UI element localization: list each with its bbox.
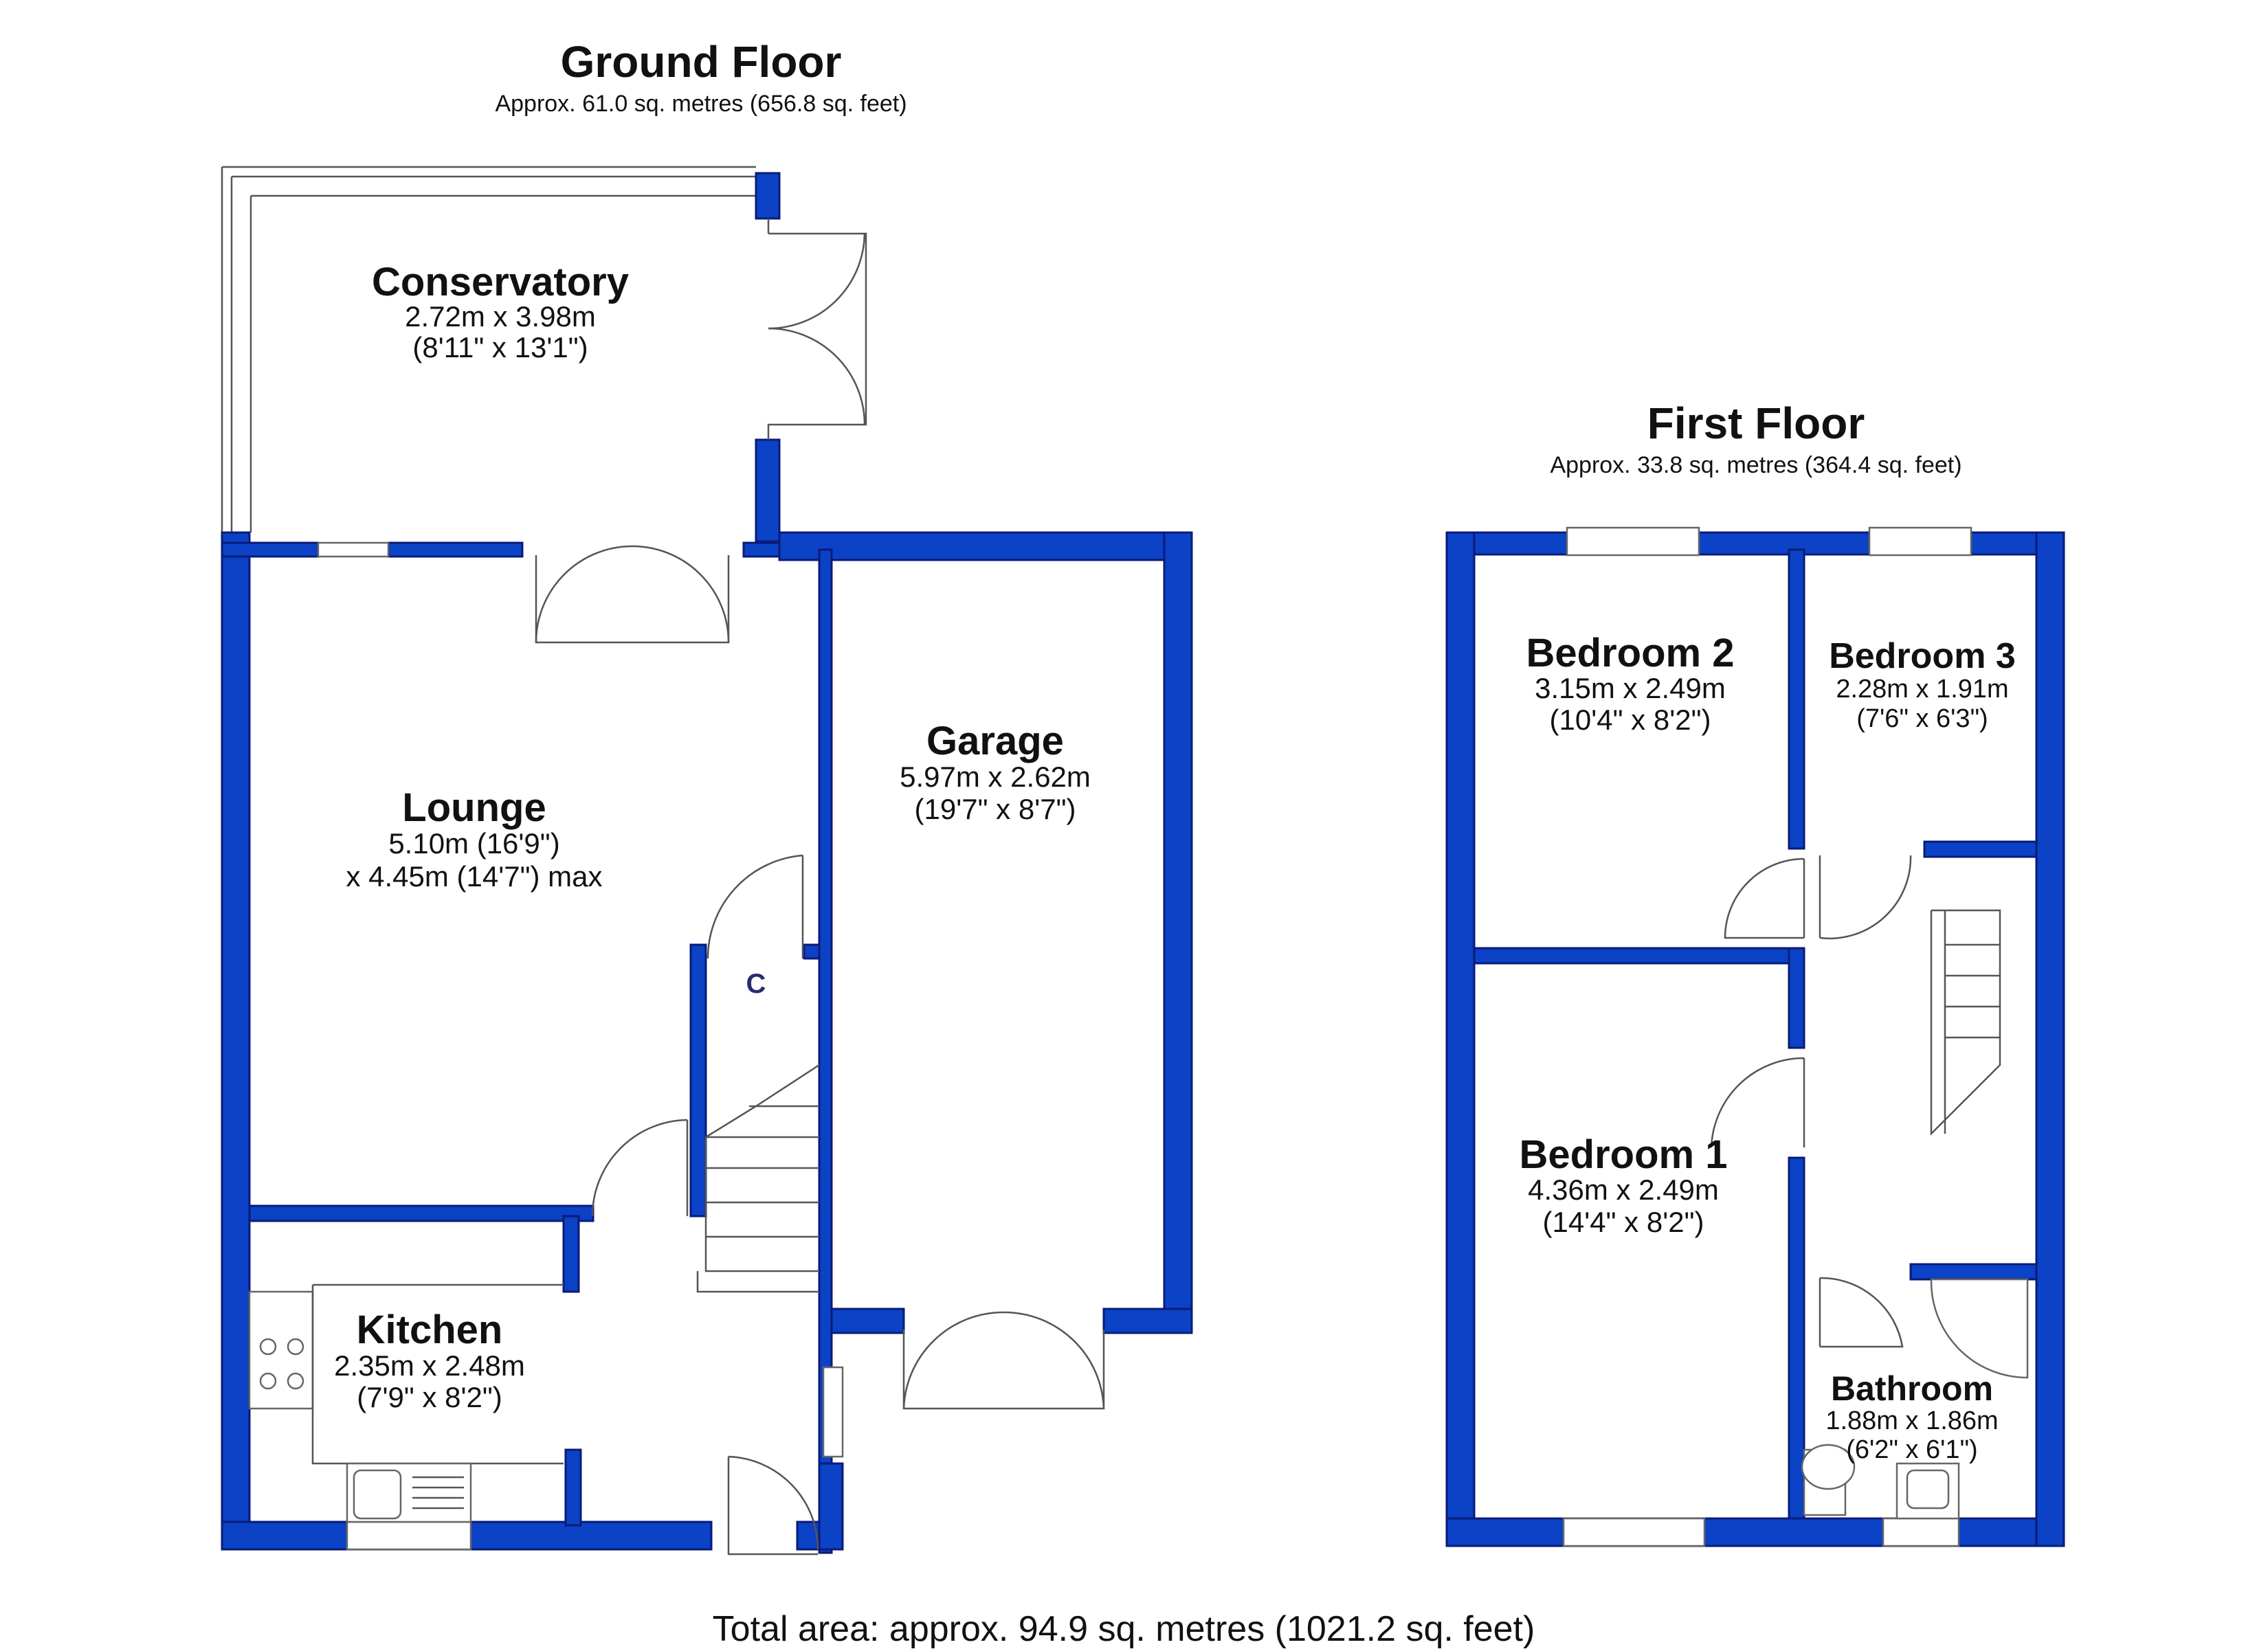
- bathroom-window: [1882, 1517, 1960, 1547]
- first-walls: [1445, 531, 2065, 1547]
- kitchen-side-window: [822, 1366, 844, 1458]
- bedroom1-door: [1710, 1057, 1805, 1148]
- conservatory-dim1: 2.72m x 3.98m: [405, 300, 596, 333]
- bedroom2-door: [1724, 857, 1805, 939]
- front-door: [727, 1455, 819, 1556]
- bedroom2-dim2: (10'4" x 8'2"): [1550, 704, 1711, 736]
- kitchen-fittings: [248, 1283, 564, 1523]
- bedroom2-name: Bedroom 2: [1526, 631, 1735, 675]
- ground-walls: [221, 531, 1193, 1554]
- garage-dim1: 5.97m x 2.62m: [900, 761, 1091, 793]
- kitchen-window: [346, 1521, 472, 1551]
- first-floor-area: Approx. 33.8 sq. metres (364.4 sq. feet): [1550, 452, 1961, 478]
- bedroom1-dim2: (14'4" x 8'2"): [1543, 1206, 1704, 1238]
- bedroom2-dim1: 3.15m x 2.49m: [1535, 672, 1726, 704]
- bedroom3-dim2: (7'6" x 6'3"): [1856, 704, 1988, 733]
- kitchen-dim2: (7'9" x 8'2"): [357, 1381, 502, 1413]
- ground-floor-area: Approx. 61.0 sq. metres (656.8 sq. feet): [495, 91, 907, 117]
- hob-ring-icon: [259, 1372, 277, 1390]
- kitchen-name: Kitchen: [357, 1308, 503, 1352]
- lounge-name: Lounge: [402, 785, 546, 830]
- conservatory-dim2: (8'11" x 13'1"): [412, 331, 588, 363]
- conservatory-french-doors: [767, 218, 867, 440]
- labels: Ground Floor Approx. 61.0 sq. metres (65…: [334, 37, 2016, 1649]
- bathroom-dim2: (6'2" x 6'1"): [1846, 1435, 1977, 1464]
- bedroom3-dim1: 2.28m x 1.91m: [1836, 675, 2008, 704]
- shower-tray: [1930, 1278, 2029, 1379]
- conservatory-name: Conservatory: [372, 260, 629, 304]
- total-area: Total area: approx. 94.9 sq. metres (102…: [713, 1609, 1535, 1649]
- bathroom-door: [1819, 1277, 1904, 1348]
- first-floor-plan: [1445, 526, 2065, 1547]
- ground-floor-plan: [221, 166, 1193, 1556]
- cupboard-label: C: [746, 969, 766, 999]
- bedroom3-name: Bedroom 3: [1829, 636, 2016, 676]
- bedroom1-window: [1562, 1517, 1706, 1547]
- garage-name: Garage: [926, 719, 1064, 763]
- bathroom-name: Bathroom: [1831, 1369, 1993, 1408]
- staircase-first: [1930, 909, 2001, 1136]
- conservatory-pier: [755, 172, 781, 220]
- conservatory-pier-lower: [755, 438, 781, 543]
- lounge-dim1: 5.10m (16'9"): [388, 827, 559, 860]
- bedroom3-window: [1868, 526, 1972, 557]
- hob-ring-icon: [287, 1338, 304, 1356]
- bedroom2-window: [1566, 526, 1700, 557]
- toilet-icon: [1801, 1444, 1856, 1490]
- lounge-window: [317, 541, 390, 558]
- lounge-dim2: x 4.45m (14'7") max: [346, 860, 602, 893]
- garage-dim2: (19'7" x 8'7"): [915, 793, 1076, 825]
- kitchen-dim1: 2.35m x 2.48m: [334, 1349, 525, 1382]
- bedroom1-dim1: 4.36m x 2.49m: [1528, 1174, 1719, 1206]
- cupboard-door: [707, 854, 804, 959]
- bedroom3-door: [1819, 855, 1912, 940]
- first-floor-title: First Floor: [1647, 399, 1865, 448]
- staircase-ground: [696, 1064, 820, 1293]
- bedroom1-name: Bedroom 1: [1520, 1132, 1728, 1177]
- garage-doors: [902, 1311, 1105, 1410]
- bathroom-fittings: [1801, 1278, 2029, 1520]
- lounge-french-doors: [535, 545, 730, 644]
- hob-ring-icon: [259, 1338, 277, 1356]
- bathroom-dim1: 1.88m x 1.86m: [1825, 1406, 1998, 1435]
- basin-icon: [1906, 1469, 1950, 1510]
- sink-icon: [353, 1469, 402, 1520]
- lounge-door: [591, 1119, 689, 1217]
- ground-floor-title: Ground Floor: [561, 37, 842, 87]
- hob-ring-icon: [287, 1372, 304, 1390]
